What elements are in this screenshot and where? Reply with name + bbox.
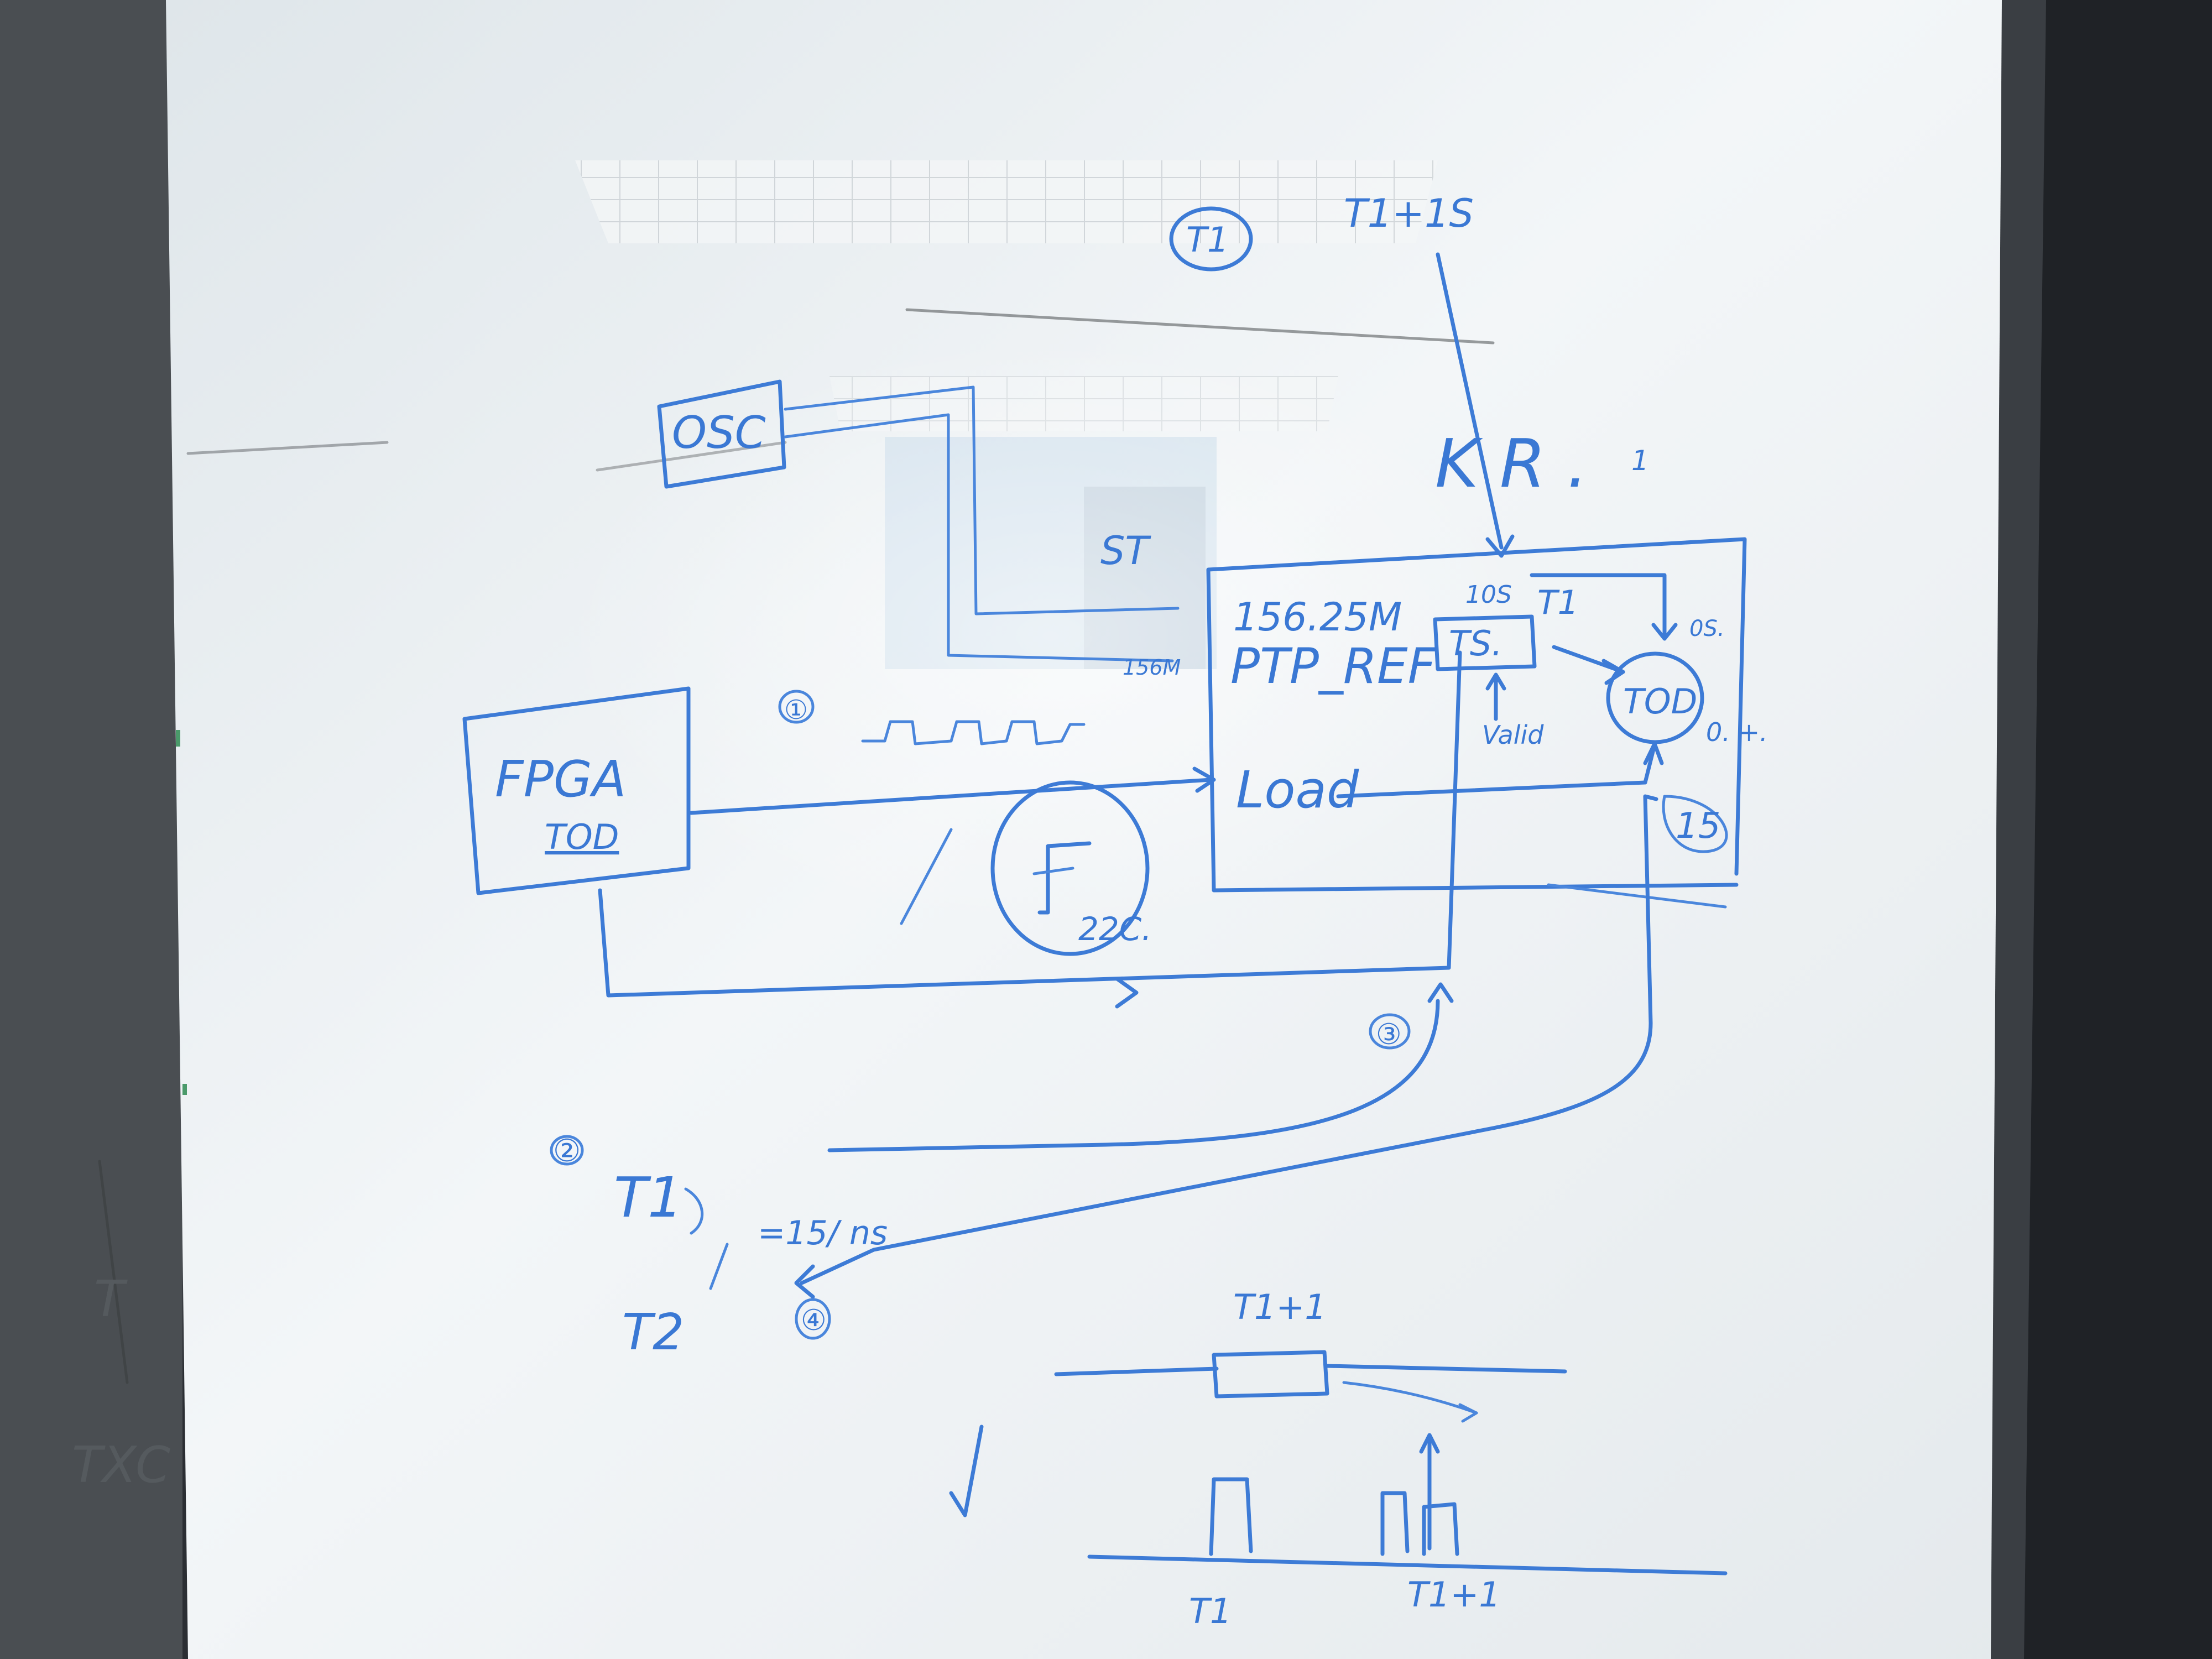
load-line [1336, 747, 1656, 799]
valid-arrowhead [1485, 672, 1506, 691]
fifteen-wire [800, 794, 1658, 1285]
ts-box [1433, 614, 1537, 671]
timeline-bottom [1087, 1554, 1728, 1575]
fpga-bottom-loop [598, 650, 1462, 998]
temperature-label: 22C. [1078, 910, 1152, 948]
circled-4-ring [795, 1298, 831, 1340]
fpga-to-load-arrow [689, 778, 1213, 815]
fpga-tod-label: TOD [545, 817, 619, 857]
ghost-stroke [905, 308, 1495, 345]
ptp-block-extra [1547, 883, 1727, 909]
green-mark [176, 730, 180, 747]
kr-label: K R . [1435, 426, 1588, 503]
circled-2-label: ② [553, 1133, 581, 1169]
t1-axis-label: T1 [1189, 1591, 1232, 1631]
timeline-pulse-2a [1380, 1491, 1410, 1556]
t1-circle-label: T1 [1186, 220, 1229, 260]
circled-1-label: ① [784, 695, 808, 726]
load-arrowhead [1643, 742, 1664, 765]
os-label: 0S. [1689, 616, 1725, 641]
circled-3-label: ③ [1376, 1018, 1402, 1051]
fpga-loop-arrowhead [1115, 977, 1139, 1009]
fifteen-circle [1662, 795, 1728, 853]
valid-label: Valid [1482, 720, 1544, 750]
left-t-label: T [94, 1270, 128, 1328]
circled-3-ring [1369, 1013, 1411, 1050]
t1-plus-1s-arrow [1436, 252, 1504, 550]
pulse-train [861, 720, 1086, 745]
board-edge [1991, 0, 2046, 1659]
temperature-mark [1032, 867, 1074, 875]
left-txc-label: TXC [72, 1436, 170, 1494]
osc-box [657, 379, 786, 489]
ptp-ref-label: PTP_REF [1230, 638, 1437, 695]
fpga-label: FPGA [495, 750, 626, 808]
t2-label: T2 [622, 1303, 684, 1361]
zero-plus-label: 0. +. [1706, 717, 1768, 747]
circled-2-ring [550, 1135, 584, 1166]
t1-plus-1s-arrowhead [1485, 534, 1515, 558]
kr-tick: 1 [1631, 445, 1649, 477]
load-label: Load [1236, 760, 1359, 820]
fifteen-wire-arrowhead [794, 1264, 815, 1299]
timeline-pulse-1 [1209, 1477, 1253, 1556]
tod-label: TOD [1623, 681, 1697, 722]
fpga-to-load-arrowhead [1192, 766, 1216, 793]
ceiling-light-reflection [575, 160, 1438, 243]
ghost-stroke-2 [596, 441, 787, 472]
light-glare [553, 332, 1548, 940]
timeline-up-arrowhead [1419, 1433, 1440, 1454]
timeline-pulse-2b [1422, 1502, 1459, 1556]
osc-label: OSC [672, 407, 766, 458]
bracket [684, 1187, 704, 1235]
ts-label: TS. [1449, 623, 1503, 664]
temperature-step [1037, 841, 1092, 915]
circled-3-arrowhead [1427, 982, 1454, 1003]
timeline-top-left [1054, 1366, 1219, 1376]
timeline-top-right [1325, 1364, 1567, 1374]
circled-1-ring [778, 690, 815, 724]
t1-big-label: T1 [614, 1165, 683, 1230]
timeline-curve-arrow [1342, 1381, 1478, 1415]
t1-circle [1169, 206, 1253, 272]
checkmark [949, 1425, 984, 1517]
fpga-box [462, 686, 691, 895]
eq-15-label: =15/ ns [758, 1214, 888, 1253]
freq-156-label: 156.25M [1233, 594, 1402, 640]
left-wall [0, 0, 182, 1659]
temperature-circle [990, 780, 1150, 956]
t1-plus-1-axis-label: T1+1 [1407, 1574, 1501, 1615]
left-mark [98, 1160, 129, 1384]
ghost-stroke-3 [186, 441, 389, 455]
t1-plus-1s-label: T1+1S [1344, 191, 1474, 236]
circled-15-label: 15 [1676, 806, 1720, 847]
t1-small-label: T1 [1537, 583, 1579, 622]
ns-10-label: 10S [1465, 581, 1512, 609]
ts-to-tod-arrow [1552, 645, 1625, 674]
ts-top-arrowhead [1651, 623, 1678, 641]
right-frame [1996, 0, 2212, 1659]
timeline-top-box [1212, 1350, 1329, 1399]
osc-wire-bottom [784, 413, 1174, 662]
circled-4-label: ④ [801, 1304, 827, 1337]
timeline-curve-arrowhead [1458, 1403, 1478, 1423]
slash-mark [709, 1243, 729, 1290]
t1-plus-1-label: T1+1 [1233, 1287, 1327, 1327]
green-mark-2 [182, 1084, 187, 1095]
freq-small-label: 156M [1123, 655, 1181, 680]
slash-stroke [900, 828, 953, 925]
ts-top-wire [1530, 573, 1667, 638]
circled-3-curve [827, 999, 1440, 1152]
st-label: ST [1100, 528, 1151, 573]
osc-wire-top [784, 385, 1180, 615]
